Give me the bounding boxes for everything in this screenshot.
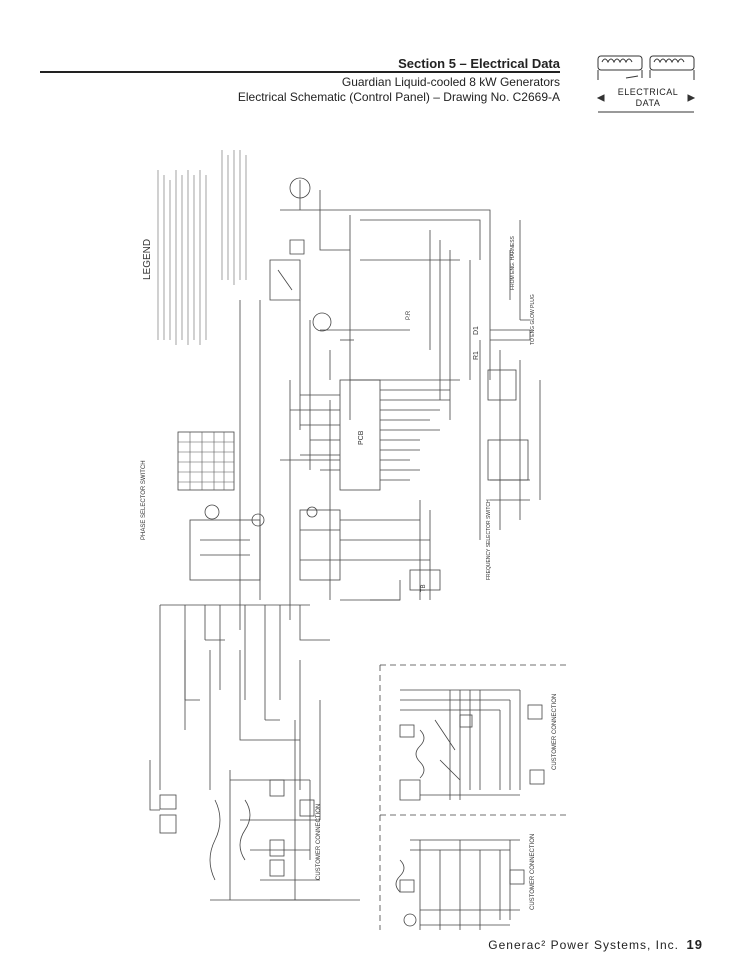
pr-label: P.R (406, 310, 412, 320)
d1-label: D1 (473, 326, 480, 335)
r1-label: R1 (473, 351, 480, 360)
legend-title: LEGEND (142, 239, 153, 280)
pcb-label: PCB (358, 430, 365, 445)
legend: LEGEND (142, 150, 247, 345)
from-eng-harness-label: FROM ENG. HARNESS (510, 235, 516, 290)
to-eng-glow-plug-label: TO ENG GLOW PLUG (530, 294, 536, 345)
customer-connection-label: CUSTOMER CONNECTION (530, 834, 536, 910)
phase-selector-table: PHASE SELECTOR SWITCH (141, 431, 235, 540)
footer-brand: Generac² Power Systems, Inc. (488, 938, 679, 952)
frequency-selector-label: FREQUENCY SELECTOR SWITCH (486, 499, 492, 580)
customer-connection-label: CUSTOMER CONNECTION (316, 804, 322, 880)
badge-label: ELECTRICAL (617, 87, 679, 97)
header-rule (40, 71, 560, 73)
electrical-coils-icon (596, 55, 696, 113)
customer-connection-label: CUSTOMER CONNECTION (552, 694, 558, 770)
drawing-title: Electrical Schematic (Control Panel) – D… (237, 90, 560, 104)
page-number: 19 (686, 937, 703, 952)
document-subtitle: Guardian Liquid-cooled 8 kW Generators (341, 75, 560, 89)
section-title: Section 5 – Electrical Data (398, 56, 560, 71)
phase-selector-label: PHASE SELECTOR SWITCH (141, 460, 147, 540)
tb-label: TB (421, 584, 427, 592)
badge-label: DATA (635, 98, 661, 108)
